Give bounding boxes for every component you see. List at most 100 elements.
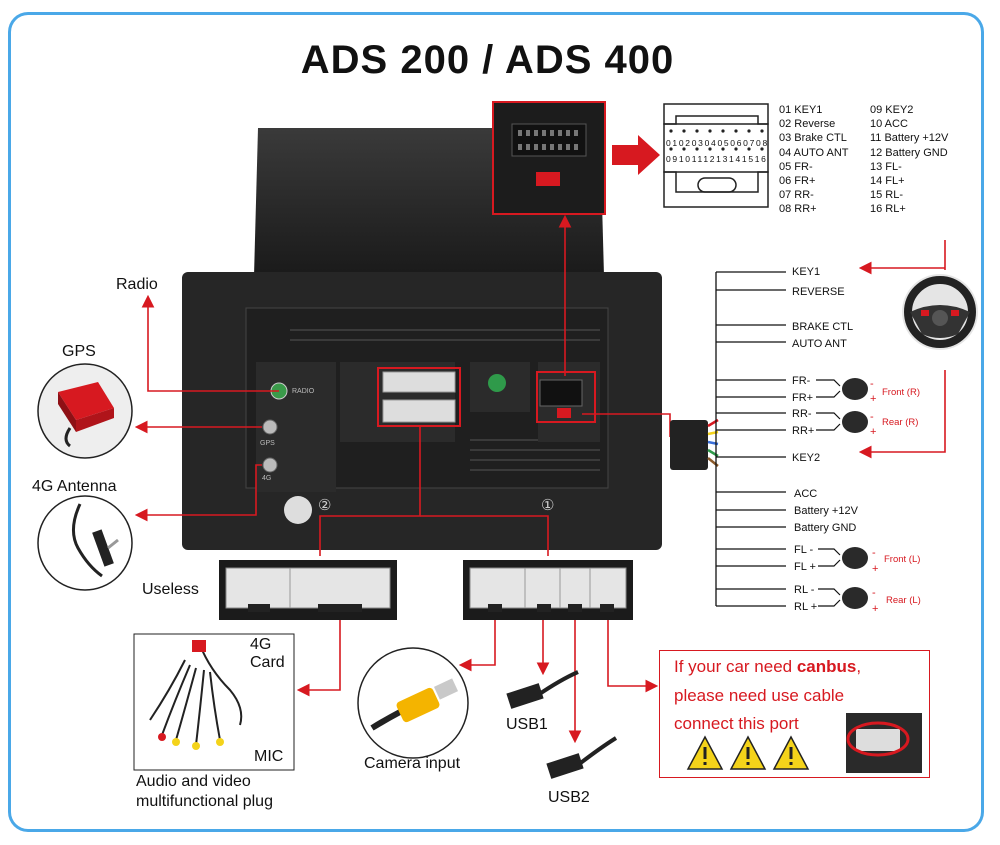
pinout-entry: 11 Battery +12V [870, 132, 949, 145]
pinout-entry: 05 FR- [779, 160, 813, 173]
radio-label: Radio [116, 276, 158, 293]
page-title: ADS 200 / ADS 400 [300, 38, 675, 82]
pin-number: 08 [756, 138, 769, 148]
pin-number: 05 [717, 138, 731, 148]
port-a-highlight [377, 367, 461, 427]
pinout-entry: 07 RR- [779, 189, 814, 202]
port1-marker: ① [541, 497, 555, 514]
harness-key1: KEY1 [792, 266, 821, 278]
harness-acc: ACC [794, 488, 818, 500]
port-b-highlight [536, 371, 596, 423]
socket-4g [262, 457, 278, 473]
pin-numbers-top: 0102030405060708 [666, 136, 769, 150]
radio-socket-label: RADIO [292, 388, 315, 395]
harness-rr-minus: RR- [792, 408, 812, 420]
speaker-rear-r [842, 411, 868, 433]
socket-4g-label: 4G [262, 475, 272, 482]
gps-label: GPS [62, 343, 96, 360]
gps-socket-label: GPS [260, 440, 275, 447]
harness-fr-plus: FR+ [792, 392, 814, 404]
camera-input-icon [357, 647, 469, 759]
pinout-entry: 08 RR+ [779, 203, 817, 216]
front-l-label: Front (L) [884, 554, 921, 565]
link-canbus [607, 612, 659, 693]
port2-marker: ② [318, 497, 332, 514]
harness-key2: KEY2 [792, 452, 821, 464]
card-4g-label-2: Card [250, 654, 285, 671]
antenna-label: 4G Antenna [32, 478, 117, 495]
harness-plug [670, 418, 719, 470]
link-radio [141, 294, 279, 392]
harness-bat12: Battery +12V [794, 505, 858, 517]
pinout-entry: 01 KEY1 [779, 104, 823, 116]
pin-number: 15 [741, 154, 755, 164]
pinout-entry: 02 Reverse [779, 118, 836, 131]
pin-number: 02 [678, 138, 692, 148]
pinout-entry: 16 RL+ [870, 203, 906, 216]
link-camera [458, 612, 496, 672]
rear-l-label: Rear (L) [886, 595, 921, 606]
harness-rl-plus: RL + [794, 601, 818, 613]
pin-number: 11 [691, 154, 704, 164]
unit-label-sticker [284, 496, 312, 524]
pinout-entry: 13 FL- [870, 160, 902, 173]
av-plug-image [133, 633, 295, 771]
usb1-label: USB1 [506, 716, 548, 733]
pinout-arrow [612, 135, 660, 175]
av-plug-label-2: multifunctional plug [136, 793, 273, 810]
canbus-line-3: connect this port [674, 714, 799, 733]
speaker-front-r [842, 378, 868, 400]
canbus-graphics [686, 713, 922, 773]
av-plug-label: Audio and video [136, 773, 251, 790]
harness-fl-minus: FL - [794, 544, 814, 556]
pin-number: 06 [730, 138, 744, 148]
harness-brake: BRAKE CTL [792, 321, 854, 333]
harness-wires [715, 271, 786, 607]
harness-rl-minus: RL - [794, 584, 815, 596]
connector-zoom [492, 101, 606, 215]
speaker-sign-minus-2: - [870, 411, 874, 423]
pinout-connector [663, 103, 769, 208]
usb2-icon [546, 736, 618, 779]
card-4g-label: 4G [250, 636, 272, 653]
speaker-sign-plus-3: + [872, 563, 879, 575]
speaker-rear-l [842, 587, 868, 609]
harness-fr-minus: FR- [792, 375, 811, 387]
pinout-entry: 12 Battery GND [870, 146, 948, 159]
speaker-front-l [842, 547, 868, 569]
link-av-plug [296, 610, 341, 697]
speaker-sign-minus-4: - [872, 587, 876, 599]
pinout-entry: 06 FR+ [779, 175, 816, 188]
rear-r-label: Rear (R) [882, 417, 919, 428]
canbus-line-1: If your car need canbus, [674, 657, 862, 676]
speaker-sign-minus-1: - [870, 378, 874, 390]
usb1-icon [506, 670, 579, 709]
front-r-label: Front (R) [882, 387, 920, 398]
pinout-entry: 03 Brake CTL [779, 132, 847, 145]
pin-number: 07 [743, 138, 757, 148]
gps-socket [262, 419, 278, 435]
pin-number: 09 [666, 154, 679, 164]
camera-label: Camera input [364, 755, 461, 772]
ground-symbol [488, 374, 506, 392]
speaker-sign-minus-3: - [872, 547, 876, 559]
pin-number: 04 [704, 138, 718, 148]
pin-number: 13 [716, 154, 730, 164]
link-useless [319, 426, 421, 556]
steering-wheel-icon [902, 274, 978, 350]
pin-number: 10 [678, 154, 692, 164]
pinout-entry: 14 FL+ [870, 175, 905, 188]
pinout-entry: 15 RL- [870, 189, 904, 202]
pin-number: 01 [666, 138, 679, 148]
port-a-sockets [382, 371, 456, 423]
harness-batgnd: Battery GND [794, 522, 857, 534]
usb2-label: USB2 [548, 789, 590, 806]
pin-number: 16 [754, 154, 768, 164]
harness-reverse: REVERSE [792, 286, 845, 298]
canbus-port-photo [846, 713, 922, 773]
pinout-entry: 09 KEY2 [870, 104, 914, 116]
antenna-icon [37, 495, 133, 591]
pin-numbers-bottom: 0910111213141516 [666, 152, 768, 166]
